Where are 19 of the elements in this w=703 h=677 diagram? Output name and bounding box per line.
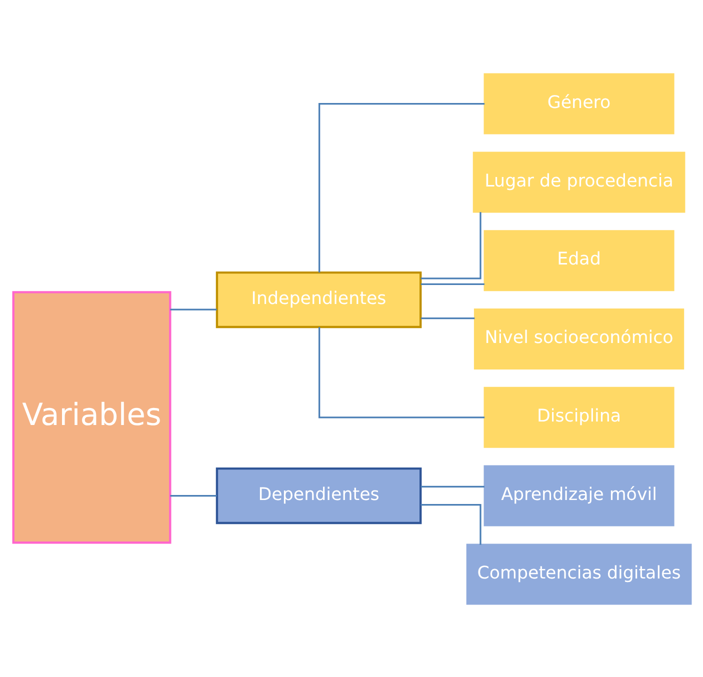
node-box: Nivel socioeconómico xyxy=(473,308,684,369)
connector xyxy=(170,494,216,496)
connector xyxy=(420,282,484,285)
connector xyxy=(420,504,481,544)
node-box: Variables xyxy=(12,290,171,544)
node-box: Dependientes xyxy=(215,467,422,524)
node-box: Independientes xyxy=(215,271,422,328)
node-box: Edad xyxy=(483,230,674,291)
connector xyxy=(420,485,484,488)
connector xyxy=(318,326,484,418)
node-box: Competencias digitales xyxy=(466,543,692,604)
connector xyxy=(420,317,474,319)
node-box: Disciplina xyxy=(483,386,674,448)
connector xyxy=(420,212,481,279)
node-box: Género xyxy=(483,72,674,134)
connector xyxy=(170,308,216,310)
node-box: Aprendizaje móvil xyxy=(483,464,674,526)
node-box: Lugar de procedencia xyxy=(472,151,685,212)
connector xyxy=(318,102,484,272)
